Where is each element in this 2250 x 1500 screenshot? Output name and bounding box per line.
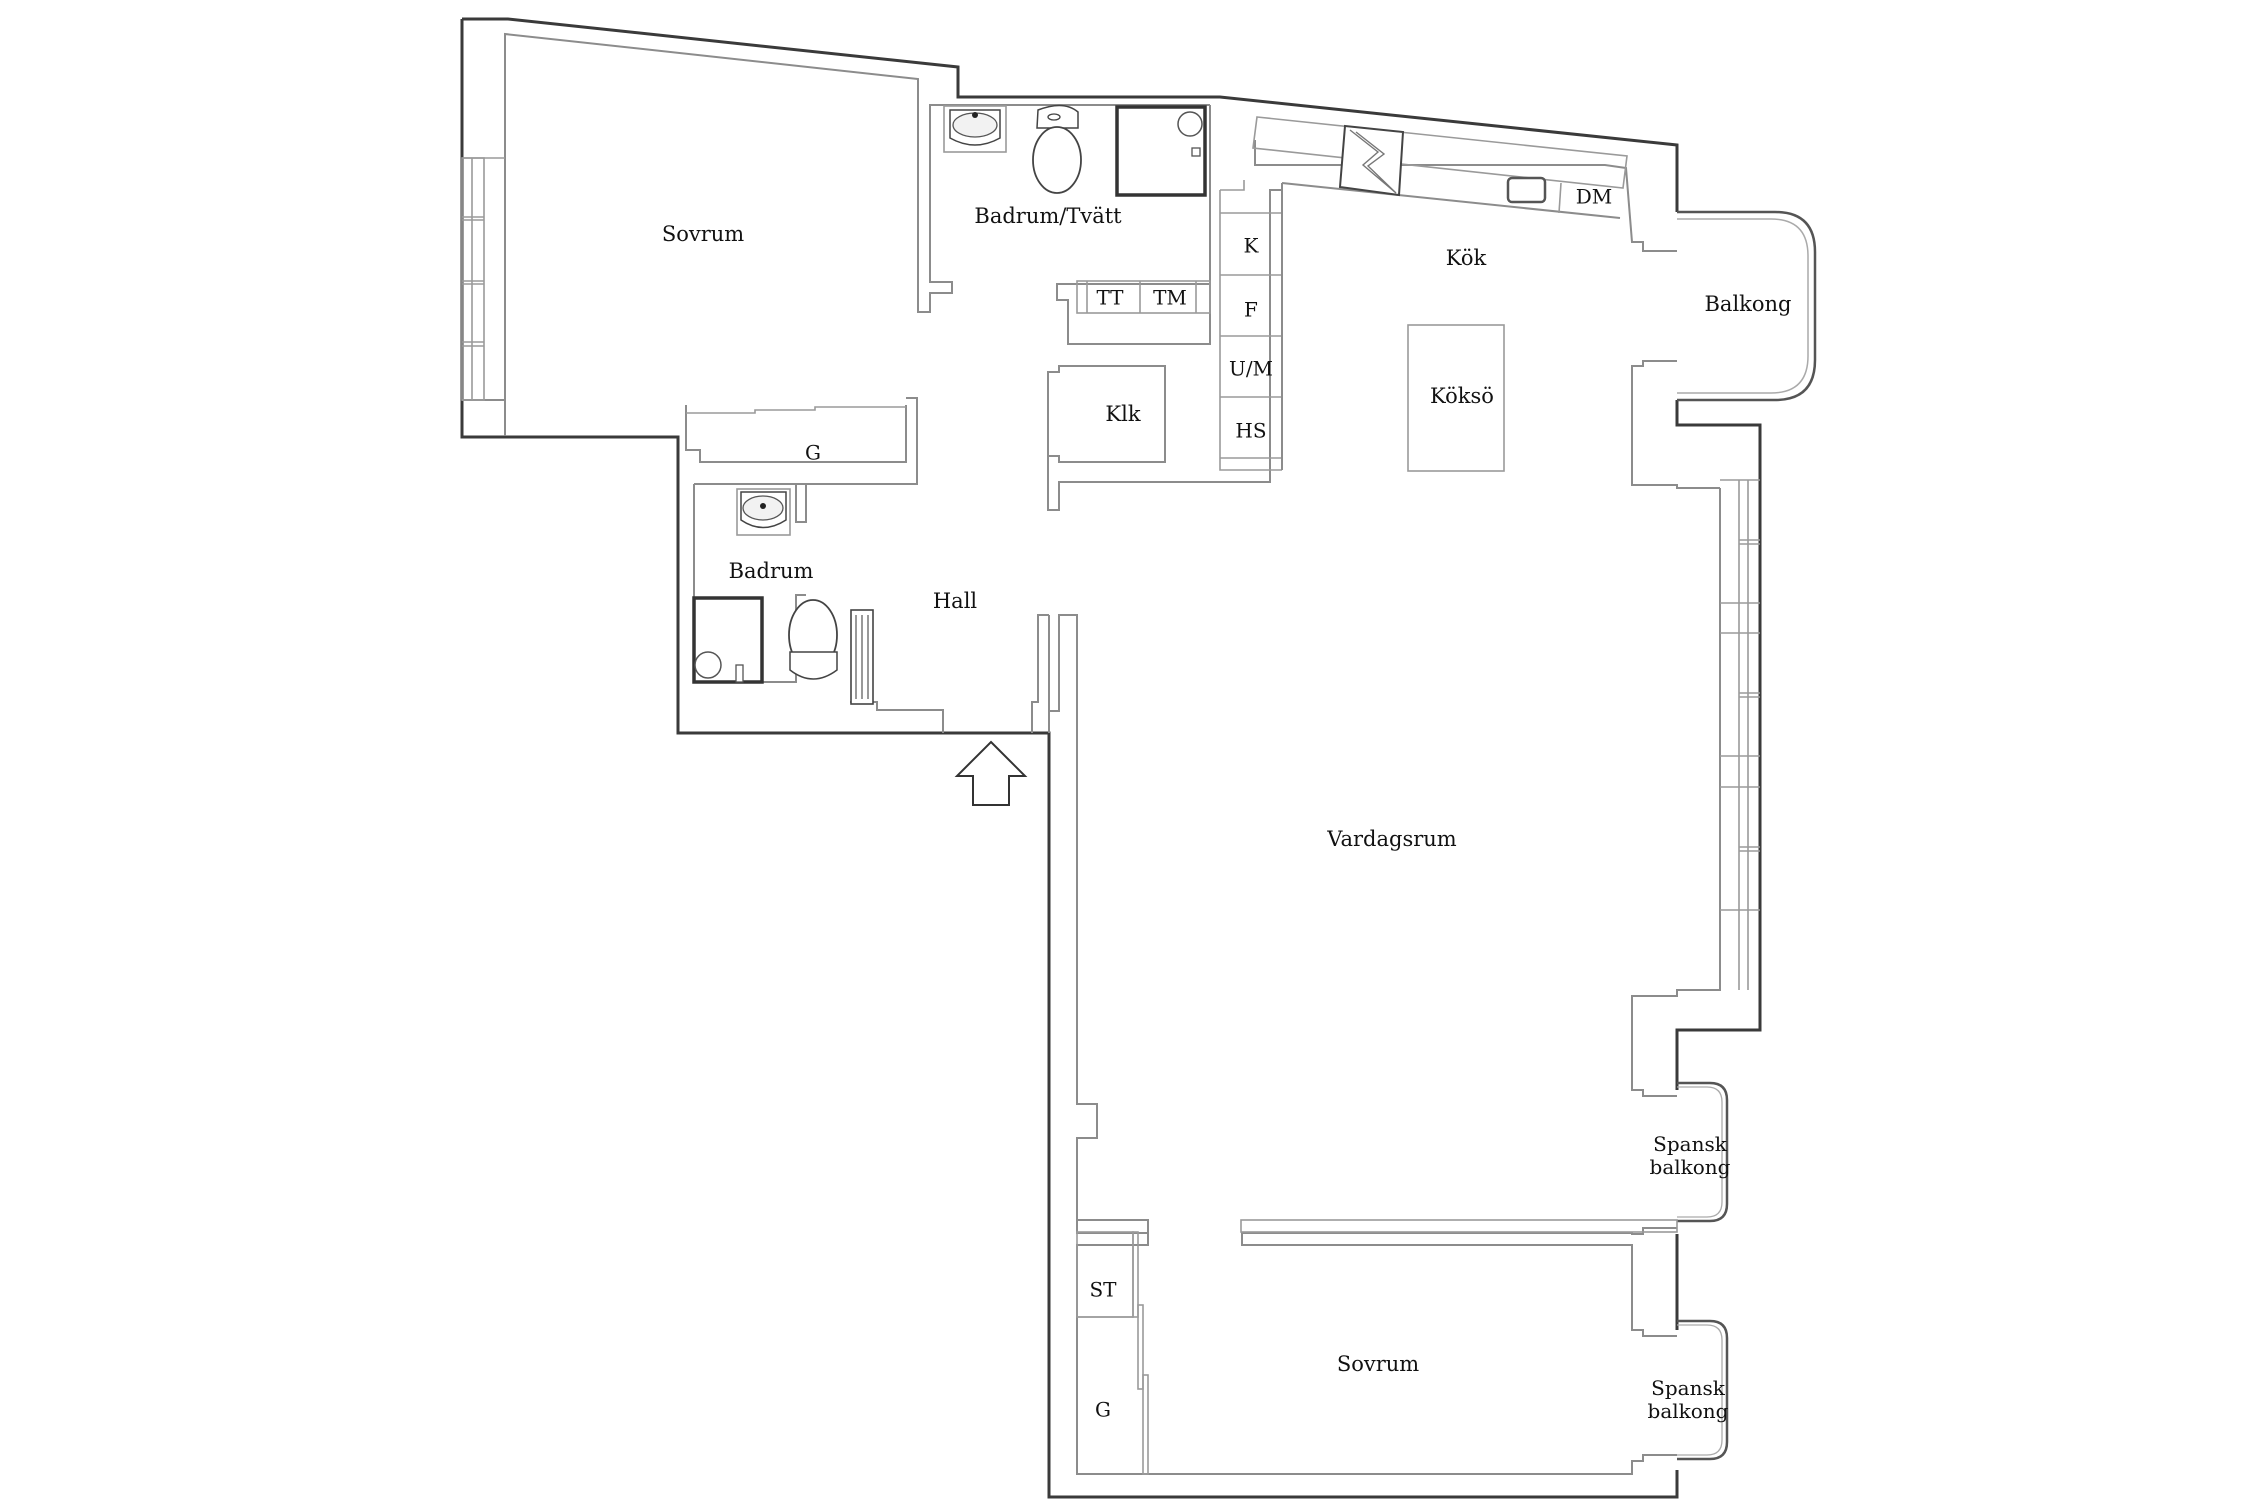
storage-label-dm: DM bbox=[1575, 184, 1613, 209]
window-right-bay bbox=[1720, 479, 1760, 990]
spansk-balkong-2 bbox=[1677, 1319, 1729, 1461]
room-label-vardagsrum: Vardagsrum bbox=[1327, 826, 1457, 851]
balkong-balcony bbox=[1677, 210, 1817, 402]
storage-label-g-2: G bbox=[1095, 1397, 1111, 1422]
storage-label-f: F bbox=[1244, 297, 1258, 322]
interior-walls bbox=[685, 79, 1678, 1475]
storage-label-um: U/M bbox=[1228, 356, 1274, 381]
storage-label-tm: TM bbox=[1153, 285, 1187, 310]
room-label-sovrum-2: Sovrum bbox=[1336, 1351, 1420, 1376]
room-label-badrum: Badrum bbox=[728, 558, 814, 583]
spansk-balkong-2-line1: Spansk bbox=[1651, 1376, 1725, 1400]
room-label-spansk-balkong-2: Spansk balkong bbox=[1648, 1377, 1729, 1423]
spansk-balkong-1 bbox=[1677, 1081, 1729, 1223]
room-label-kokso: Köksö bbox=[1430, 383, 1494, 408]
entry-arrow-icon bbox=[954, 740, 1028, 806]
window-left bbox=[461, 157, 505, 401]
room-label-klk: Klk bbox=[1105, 401, 1141, 426]
storage-label-g: G bbox=[805, 440, 821, 465]
room-label-spansk-balkong-1: Spansk balkong bbox=[1650, 1133, 1731, 1179]
spansk-balkong-1-line1: Spansk bbox=[1653, 1132, 1727, 1156]
storage-label-st: ST bbox=[1089, 1277, 1117, 1302]
storage-label-tt: TT bbox=[1096, 285, 1124, 310]
room-label-sovrum: Sovrum bbox=[661, 221, 745, 246]
outer-walls bbox=[460, 17, 1762, 1499]
spansk-balkong-1-line2: balkong bbox=[1649, 1155, 1731, 1179]
room-label-badrum-tvatt: Badrum/Tvätt bbox=[974, 203, 1122, 228]
room-label-hall: Hall bbox=[932, 588, 978, 613]
spansk-balkong-2-line2: balkong bbox=[1647, 1399, 1729, 1423]
room-label-balkong: Balkong bbox=[1704, 291, 1792, 316]
room-label-kok: Kök bbox=[1445, 245, 1487, 270]
storage-label-k: K bbox=[1243, 233, 1259, 258]
badrum-fixtures bbox=[692, 488, 874, 705]
storage-label-hs: HS bbox=[1235, 418, 1267, 443]
bathroom-tvatt-fixtures bbox=[943, 104, 1207, 197]
